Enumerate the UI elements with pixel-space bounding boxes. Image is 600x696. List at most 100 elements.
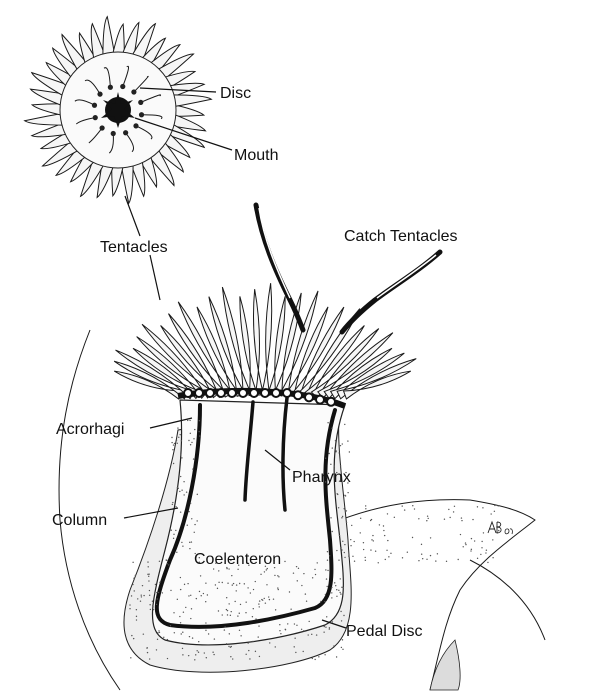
stipple-dot [190,608,193,610]
stipple-dot [320,600,322,603]
inner-tentacle [84,79,101,95]
stipple-dot [326,550,329,553]
stipple-dot [226,567,228,570]
stipple-dot [195,654,197,656]
stipple-dot [199,435,201,437]
stipple-dot [230,559,232,562]
stipple-dot [427,517,429,520]
stipple-dot [485,549,488,551]
stipple-dot [311,657,314,660]
stipple-dot [325,578,328,580]
stipple-dot [420,553,423,555]
side-tentacle [272,292,302,397]
stipple-dot [257,636,259,638]
stipple-dot [183,583,186,586]
stipple-dot [176,486,179,489]
stipple-dot [182,631,184,633]
stipple-dot [207,633,210,635]
stipple-dot [339,591,341,594]
stipple-dot [189,432,192,435]
stipple-dot [171,503,174,506]
stipple-dot [348,555,350,557]
stipple-dot [166,563,168,565]
stipple-dot [251,561,253,564]
stipple-dot [338,589,340,592]
stipple-dot [185,491,188,493]
stipple-dot [341,639,344,641]
stipple-dot [264,602,267,604]
stipple-dot [130,657,132,659]
stipple-dot [196,650,198,652]
stipple-dot [324,481,327,483]
stipple-dot [173,612,175,614]
acrorhagi-bead [238,388,248,398]
stipple-dot [305,600,308,602]
acrorhagi-bead [183,388,193,398]
stipple-dot [258,625,260,627]
stipple-dot [344,556,346,559]
stipple-dot [198,590,201,593]
stipple-dot [490,513,492,515]
stipple-dot [232,582,235,585]
stipple-dot [340,620,343,622]
stipple-dot [413,508,416,510]
stipple-dot [188,510,190,513]
stipple-dot [155,649,158,651]
stipple-dot [197,651,200,653]
inner-tentacle-tip [91,102,98,108]
stipple-dot [345,521,348,524]
stipple-dot [383,529,385,532]
stipple-dot [248,649,250,652]
stipple-dot [481,540,483,543]
stipple-dot [231,574,233,577]
stipple-dot [194,659,196,661]
stipple-dot [371,539,373,541]
label-pedal-disc: Pedal Disc [346,623,422,640]
stipple-dot [344,495,347,497]
stipple-dot [326,559,329,561]
stipple-dot [154,592,156,594]
stipple-dot [148,580,150,582]
outer-tentacle [167,94,213,108]
stipple-dot [274,609,277,611]
stipple-dot [314,658,316,661]
stipple-dot [328,555,331,557]
stipple-dot [350,545,352,547]
stipple-dot [449,516,451,519]
stipple-dot [198,420,201,422]
stipple-dot [132,637,135,640]
stipple-dot [418,518,420,520]
stipple-dot [296,624,298,626]
stipple-dot [225,597,228,599]
stipple-dot [148,575,150,578]
label-column: Column [52,512,107,529]
rock-substrate [339,499,536,691]
stipple-dot [188,635,191,638]
stipple-dot [148,594,151,596]
stipple-dot [214,584,217,586]
disc-leader [139,87,217,93]
mouth-leader [134,117,233,151]
stipple-dot [293,646,295,648]
catch-tentacle-left [253,202,306,333]
stipple-dot [203,652,206,654]
pharynx-wall-left [243,400,255,502]
acrorhagi-bead [227,388,237,398]
stipple-dot [323,631,325,633]
stipple-dot [372,540,375,542]
stipple-dot [187,582,189,585]
side-tentacle [208,296,246,397]
stipple-dot [341,515,344,518]
stipple-dot [252,640,254,643]
stipple-dot [314,573,317,576]
stipple-dot [293,623,296,625]
stipple-dot [393,516,396,519]
stipple-dot [248,564,250,566]
stipple-dot [230,656,232,658]
stipple-dot [156,598,158,600]
stipple-dot [333,645,335,647]
stipple-dot [343,508,345,510]
stipple-dot [238,612,240,614]
inner-tentacle-tip [110,130,116,137]
